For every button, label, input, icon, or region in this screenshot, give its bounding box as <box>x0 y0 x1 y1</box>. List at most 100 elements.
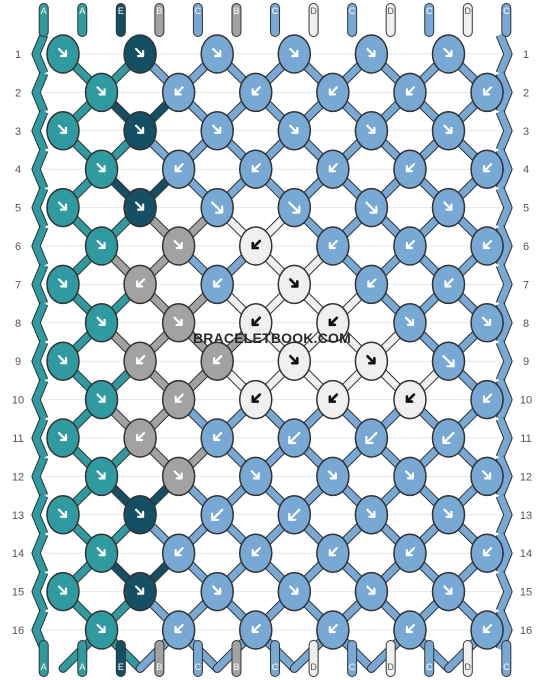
edge-thread <box>496 532 512 574</box>
knot-arrow-icon <box>57 124 68 134</box>
knot <box>239 226 273 266</box>
row-number: 16 <box>520 625 532 637</box>
edge-thread <box>32 532 48 574</box>
knot-arrow-icon <box>251 547 261 557</box>
row-number: 10 <box>520 395 532 407</box>
knot <box>470 149 504 189</box>
knot <box>277 571 312 612</box>
knot-arrow-icon <box>366 354 376 365</box>
knot-arrow-icon <box>251 316 262 327</box>
knot-arrow-icon <box>136 355 146 365</box>
string-letter: E <box>118 6 124 16</box>
knot-arrow-icon <box>212 47 222 58</box>
string-letter: A <box>79 6 85 16</box>
edge-thread <box>32 302 48 344</box>
row-number: 4 <box>523 164 529 176</box>
knot-arrow-icon <box>328 623 338 634</box>
string-letter: C <box>195 662 202 672</box>
knot <box>470 303 504 343</box>
knot <box>316 303 350 343</box>
knot-arrow-icon <box>211 508 224 521</box>
row-number: 4 <box>15 164 21 176</box>
knot-arrow-icon <box>288 278 299 288</box>
knot <box>470 379 504 420</box>
knot <box>277 111 312 151</box>
string-letter: E <box>118 662 124 672</box>
edge-thread <box>32 33 48 75</box>
knot-arrow-icon <box>251 86 261 96</box>
knot-arrow-icon <box>366 124 376 134</box>
knot-arrow-icon <box>251 623 261 634</box>
string-letter: A <box>41 6 47 16</box>
edge-thread <box>32 263 48 305</box>
knot-arrow-icon <box>288 508 301 521</box>
row-number: 12 <box>12 471 24 483</box>
string-letter: C <box>426 6 433 16</box>
knot <box>84 72 119 113</box>
knot <box>470 533 504 573</box>
knot-arrow-icon <box>367 278 377 288</box>
knot-arrow-icon <box>174 393 184 403</box>
knot-arrow-icon <box>442 355 455 368</box>
edge-thread <box>496 148 512 190</box>
knot-arrow-icon <box>250 470 260 480</box>
knot-arrow-icon <box>57 431 68 442</box>
knot-arrow-icon <box>482 239 493 250</box>
row-number: 1 <box>15 49 21 61</box>
row-number: 5 <box>15 203 21 215</box>
row-number: 3 <box>523 126 529 138</box>
edge-thread <box>496 571 512 613</box>
edge-thread <box>32 187 48 229</box>
edge-thread <box>496 417 512 459</box>
knot <box>123 418 157 458</box>
string-letter: C <box>272 6 279 16</box>
edge-thread <box>32 110 48 152</box>
knot <box>84 610 119 650</box>
knot-arrow-icon <box>174 547 184 557</box>
knot <box>393 72 427 113</box>
knot <box>200 571 234 612</box>
row-number: 13 <box>520 510 532 522</box>
knot <box>84 303 119 343</box>
edge-thread <box>496 302 512 344</box>
knot <box>200 418 234 458</box>
knot <box>239 610 273 650</box>
knot-arrow-icon <box>289 585 299 595</box>
knot-arrow-icon <box>405 239 416 250</box>
string-letter: D <box>387 662 394 672</box>
knot <box>46 34 80 74</box>
knot <box>200 495 234 535</box>
knot-arrow-icon <box>135 201 145 211</box>
knot <box>161 149 196 189</box>
knot-arrow-icon <box>289 47 299 58</box>
knot <box>239 303 273 343</box>
knot-arrow-icon <box>57 355 68 365</box>
knot <box>470 456 504 497</box>
knot-arrow-icon <box>328 547 338 557</box>
row-number: 12 <box>520 471 532 483</box>
knot <box>239 72 273 113</box>
knot <box>354 341 389 381</box>
knot <box>161 533 196 573</box>
knot <box>277 187 312 228</box>
string-letter: D <box>465 6 472 16</box>
knot-arrow-icon <box>135 124 145 134</box>
knot-arrow-icon <box>288 201 301 214</box>
row-number: 14 <box>520 548 532 560</box>
knot-arrow-icon <box>57 508 68 518</box>
knot <box>239 456 273 497</box>
row-number: 7 <box>15 279 21 291</box>
row-number: 5 <box>523 203 529 215</box>
row-number: 13 <box>12 510 24 522</box>
knot <box>200 34 234 74</box>
string-letter: B <box>156 662 162 672</box>
knot-arrow-icon <box>57 201 68 211</box>
knot-arrow-icon <box>328 393 339 403</box>
row-number: 7 <box>523 279 529 291</box>
row-number: 8 <box>523 318 529 330</box>
knot <box>161 72 196 113</box>
knot-arrow-icon <box>96 316 106 326</box>
knot-arrow-icon <box>213 355 223 365</box>
knot-arrow-icon <box>404 316 415 326</box>
knot <box>393 533 427 573</box>
